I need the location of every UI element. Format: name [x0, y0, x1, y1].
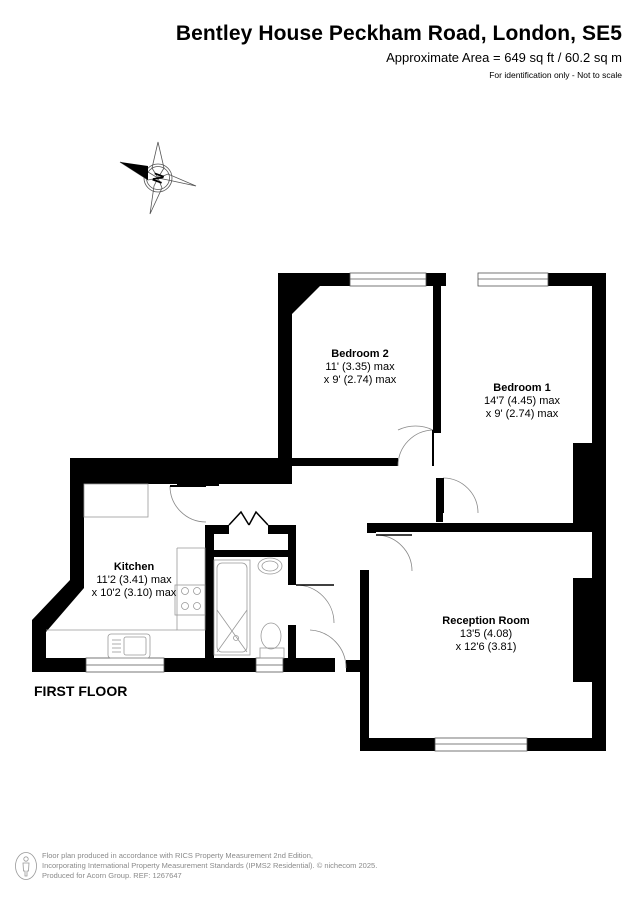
person-icon [14, 851, 38, 886]
floor-label: FIRST FLOOR [34, 683, 128, 699]
room-bedroom-2: Bedroom 2 11' (3.35) max x 9' (2.74) max [310, 348, 410, 387]
room-dimension: 13'5 (4.08) [459, 628, 513, 640]
room-dimension: x 12'6 (3.81) [455, 641, 517, 653]
room-name: Bedroom 2 [331, 348, 389, 360]
room-name: Kitchen [113, 561, 155, 573]
approximate-area: Approximate Area = 649 sq ft / 60.2 sq m [386, 50, 622, 65]
property-title: Bentley House Peckham Road, London, SE5 [175, 22, 622, 45]
identification-note: For identification only - Not to scale [489, 70, 622, 80]
room-reception: Reception Room 13'5 (4.08) x 12'6 (3.81) [426, 615, 546, 654]
room-dimension: 14'7 (4.45) max [483, 395, 561, 407]
north-compass-icon: N [118, 140, 198, 221]
room-dimension: x 9' (2.74) max [323, 374, 397, 386]
room-dimension: 11' (3.35) max [325, 361, 395, 373]
room-bedroom-1: Bedroom 1 14'7 (4.45) max x 9' (2.74) ma… [462, 382, 582, 421]
room-dimension: 11'2 (3.41) max [96, 574, 172, 586]
room-name: Reception Room [442, 615, 530, 627]
room-dimension: x 10'2 (3.10) max [91, 587, 177, 599]
footer-disclaimer: Floor plan produced in accordance with R… [42, 851, 377, 881]
room-name: Bedroom 1 [493, 382, 551, 394]
footer-line: Floor plan produced in accordance with R… [42, 851, 313, 860]
footer-line: Incorporating International Property Mea… [42, 861, 378, 870]
room-dimension: x 9' (2.74) max [485, 408, 559, 420]
room-kitchen: Kitchen 11'2 (3.41) max x 10'2 (3.10) ma… [74, 561, 194, 600]
footer-line: Produced for Acorn Group. REF: 1267647 [42, 871, 182, 880]
